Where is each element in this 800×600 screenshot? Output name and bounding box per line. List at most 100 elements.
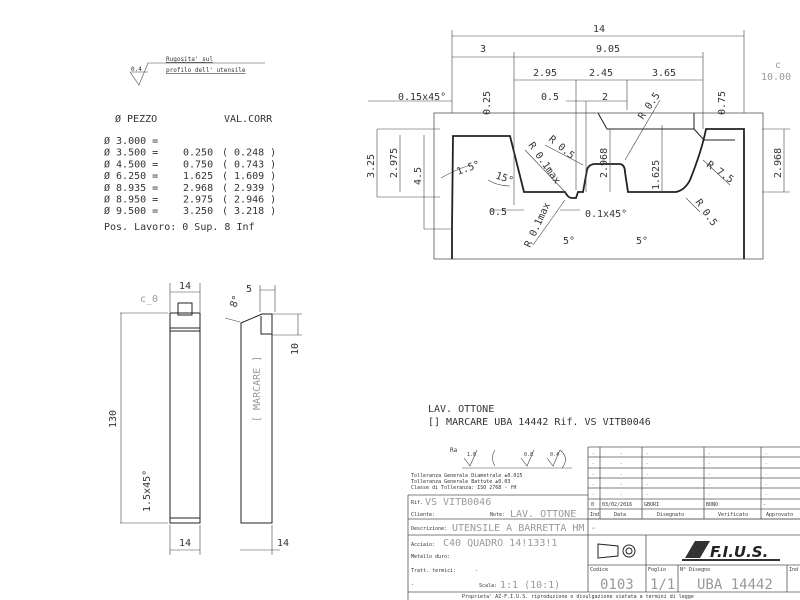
dim-4-5: 4.5 — [413, 167, 424, 185]
profile-frame — [433, 112, 764, 260]
header-correction: VAL.CORR — [224, 114, 273, 125]
angle-15: 15° — [494, 170, 515, 187]
rev-empty-cell: - — [765, 451, 767, 456]
title-block: Rif. VS VITB0046 Cliente: Note: LAV. OTT… — [407, 494, 800, 600]
rev-approved: - — [763, 502, 766, 508]
c-value: 10.00 — [761, 72, 791, 83]
acciaio-value: C40 QUADRO 14!133!1 — [443, 538, 557, 549]
rev-date: 03/02/2016 — [602, 502, 632, 508]
dim-3-25: 3.25 — [366, 154, 377, 178]
note-line1: LAV. OTTONE — [428, 404, 494, 415]
codice-value: 0103 — [600, 577, 634, 593]
svg-text:F.I.U.S.: F.I.U.S. — [710, 543, 768, 561]
roughness-note-line1: Rugosita' sul — [166, 56, 213, 63]
table-cell-d: Ø 6.250 = — [104, 170, 158, 182]
table-cell-v: 1.625 — [183, 171, 213, 182]
rev-empty-cell: - — [592, 482, 594, 487]
rev-empty-cell: - — [708, 482, 710, 487]
rev-empty-cell: - — [708, 492, 710, 497]
rev-empty-cell: - — [592, 461, 594, 466]
dim-2-975: 2.975 — [389, 148, 400, 178]
rev-ind: 0 — [591, 502, 594, 508]
rif-value: VS VITB0046 — [425, 497, 491, 508]
roughness-note-line2: profilo dell' utensile — [166, 67, 246, 74]
work-position: Pos. Lavoro: 0 Sup. 8 Inf — [104, 222, 255, 233]
rev-empty-cell: - — [646, 482, 648, 487]
table-cell-c: ( 0.743 ) — [222, 159, 276, 170]
dim-side-bottom: 14 — [277, 538, 289, 549]
tratt-value: - — [475, 568, 478, 574]
revision-table: ------------------------- 0 03/02/2016 G… — [587, 446, 800, 535]
rif-label: Rif. — [411, 500, 423, 506]
rev-empty-cell: - — [646, 472, 648, 477]
dim-side-height: 10 — [290, 343, 301, 355]
rev-empty-cell: - — [765, 461, 767, 466]
tolerance-class: Classe di Tolleranza: ISO 2768 - fH — [411, 485, 516, 491]
disegno-value: UBA 14442 — [697, 577, 773, 593]
rev-empty-cell: - — [592, 451, 594, 456]
table-cell-d: Ø 3.500 = — [104, 147, 158, 159]
radius-0-5-c: R 0.5 — [693, 197, 719, 228]
dim-2-968-inner: 2.968 — [599, 148, 610, 178]
dash: - — [411, 582, 414, 588]
foglio-value: 1/1 — [650, 577, 675, 593]
dim-0-25: 0.25 — [482, 91, 493, 115]
notes: LAV. OTTONE [] MARCARE UBA 14442 Rif. VS… — [428, 404, 651, 428]
rev-empty-cell: - — [765, 492, 767, 497]
angle-1-5: 1.5° — [455, 159, 481, 178]
dim-width-top: 14 — [179, 281, 191, 292]
rev-empty-cell: - — [765, 482, 767, 487]
dim-3: 3 — [480, 44, 486, 55]
dim-total-width: 14 — [593, 24, 605, 35]
angle-5-b: 5° — [636, 236, 648, 247]
rev-header-date: Data — [614, 512, 626, 518]
radius-0-5-b: R 0.5 — [636, 91, 662, 122]
rev-header-approved: Approvato — [766, 512, 793, 518]
dim-chamfer: 0.15x45° — [398, 92, 446, 103]
rev-empty-cell: - — [708, 451, 710, 456]
table-cell-c: ( 0.248 ) — [222, 148, 276, 159]
rev-empty-cell: - — [592, 492, 594, 497]
table-cell-c: ( 1.609 ) — [222, 171, 276, 182]
rev-empty-cell: - — [620, 482, 622, 487]
rev-empty-cell: - — [708, 472, 710, 477]
ownership-notice: Proprieta' AZ-F.I.U.S. riproduzione o di… — [462, 594, 694, 600]
descr-value: UTENSILE A BARRETTA HM - — [452, 523, 597, 534]
dim-width-bottom: 14 — [179, 538, 191, 549]
table-cell-v: 2.968 — [183, 183, 213, 194]
tool-side-view: 5 8° 10 14 [ MARCARE ] — [224, 284, 302, 555]
rev-empty-cell: - — [620, 451, 622, 456]
table-cell-d: Ø 4.500 = — [104, 158, 158, 170]
profile-view: 14 3 9.05 2.95 2.45 3.65 0.5 2 0.15x45° … — [366, 24, 791, 260]
dim-3-65: 3.65 — [652, 68, 676, 79]
rev-empty-cell: - — [592, 472, 594, 477]
ra-label: Ra — [450, 447, 458, 454]
dim-chamfer-bottom: 1.5x45° — [142, 470, 153, 512]
tolerance-battute: Tolleranza Generale Battute ±0.03 — [411, 479, 510, 485]
ra-0-8: 0.8 — [524, 452, 533, 458]
rev-empty-cell: - — [620, 461, 622, 466]
rev-empty-cell: - — [620, 492, 622, 497]
table-cell-d: Ø 8.935 = — [104, 182, 158, 194]
profile-outline — [451, 128, 745, 259]
table-cell-c: ( 2.939 ) — [222, 183, 276, 194]
dim-chamfer-0-1: 0.1x45° — [585, 209, 627, 220]
table-cell-d: Ø 9.500 = — [104, 205, 158, 217]
dim-2: 2 — [602, 92, 608, 103]
marcare-label: [ MARCARE ] — [252, 356, 263, 422]
angle-5-a: 5° — [563, 236, 575, 247]
table-cell-d: Ø 8.950 = — [104, 194, 158, 206]
rev-empty-cell: - — [646, 451, 648, 456]
radius-0-1-b: R 0.1max — [523, 201, 553, 249]
rev-empty-cell: - — [708, 461, 710, 466]
dim-0-5-top: 0.5 — [541, 92, 559, 103]
descr-label: Descrizione: — [411, 526, 447, 532]
projection-symbol-icon — [597, 543, 636, 559]
c0-label: c_0 — [140, 294, 158, 305]
table-cell-v: 2.975 — [183, 195, 213, 206]
dim-2-45: 2.45 — [589, 68, 613, 79]
radius-7-5: R 7.5 — [704, 159, 735, 185]
dim-9-05: 9.05 — [596, 44, 620, 55]
dim-0-75: 0.75 — [717, 91, 728, 115]
